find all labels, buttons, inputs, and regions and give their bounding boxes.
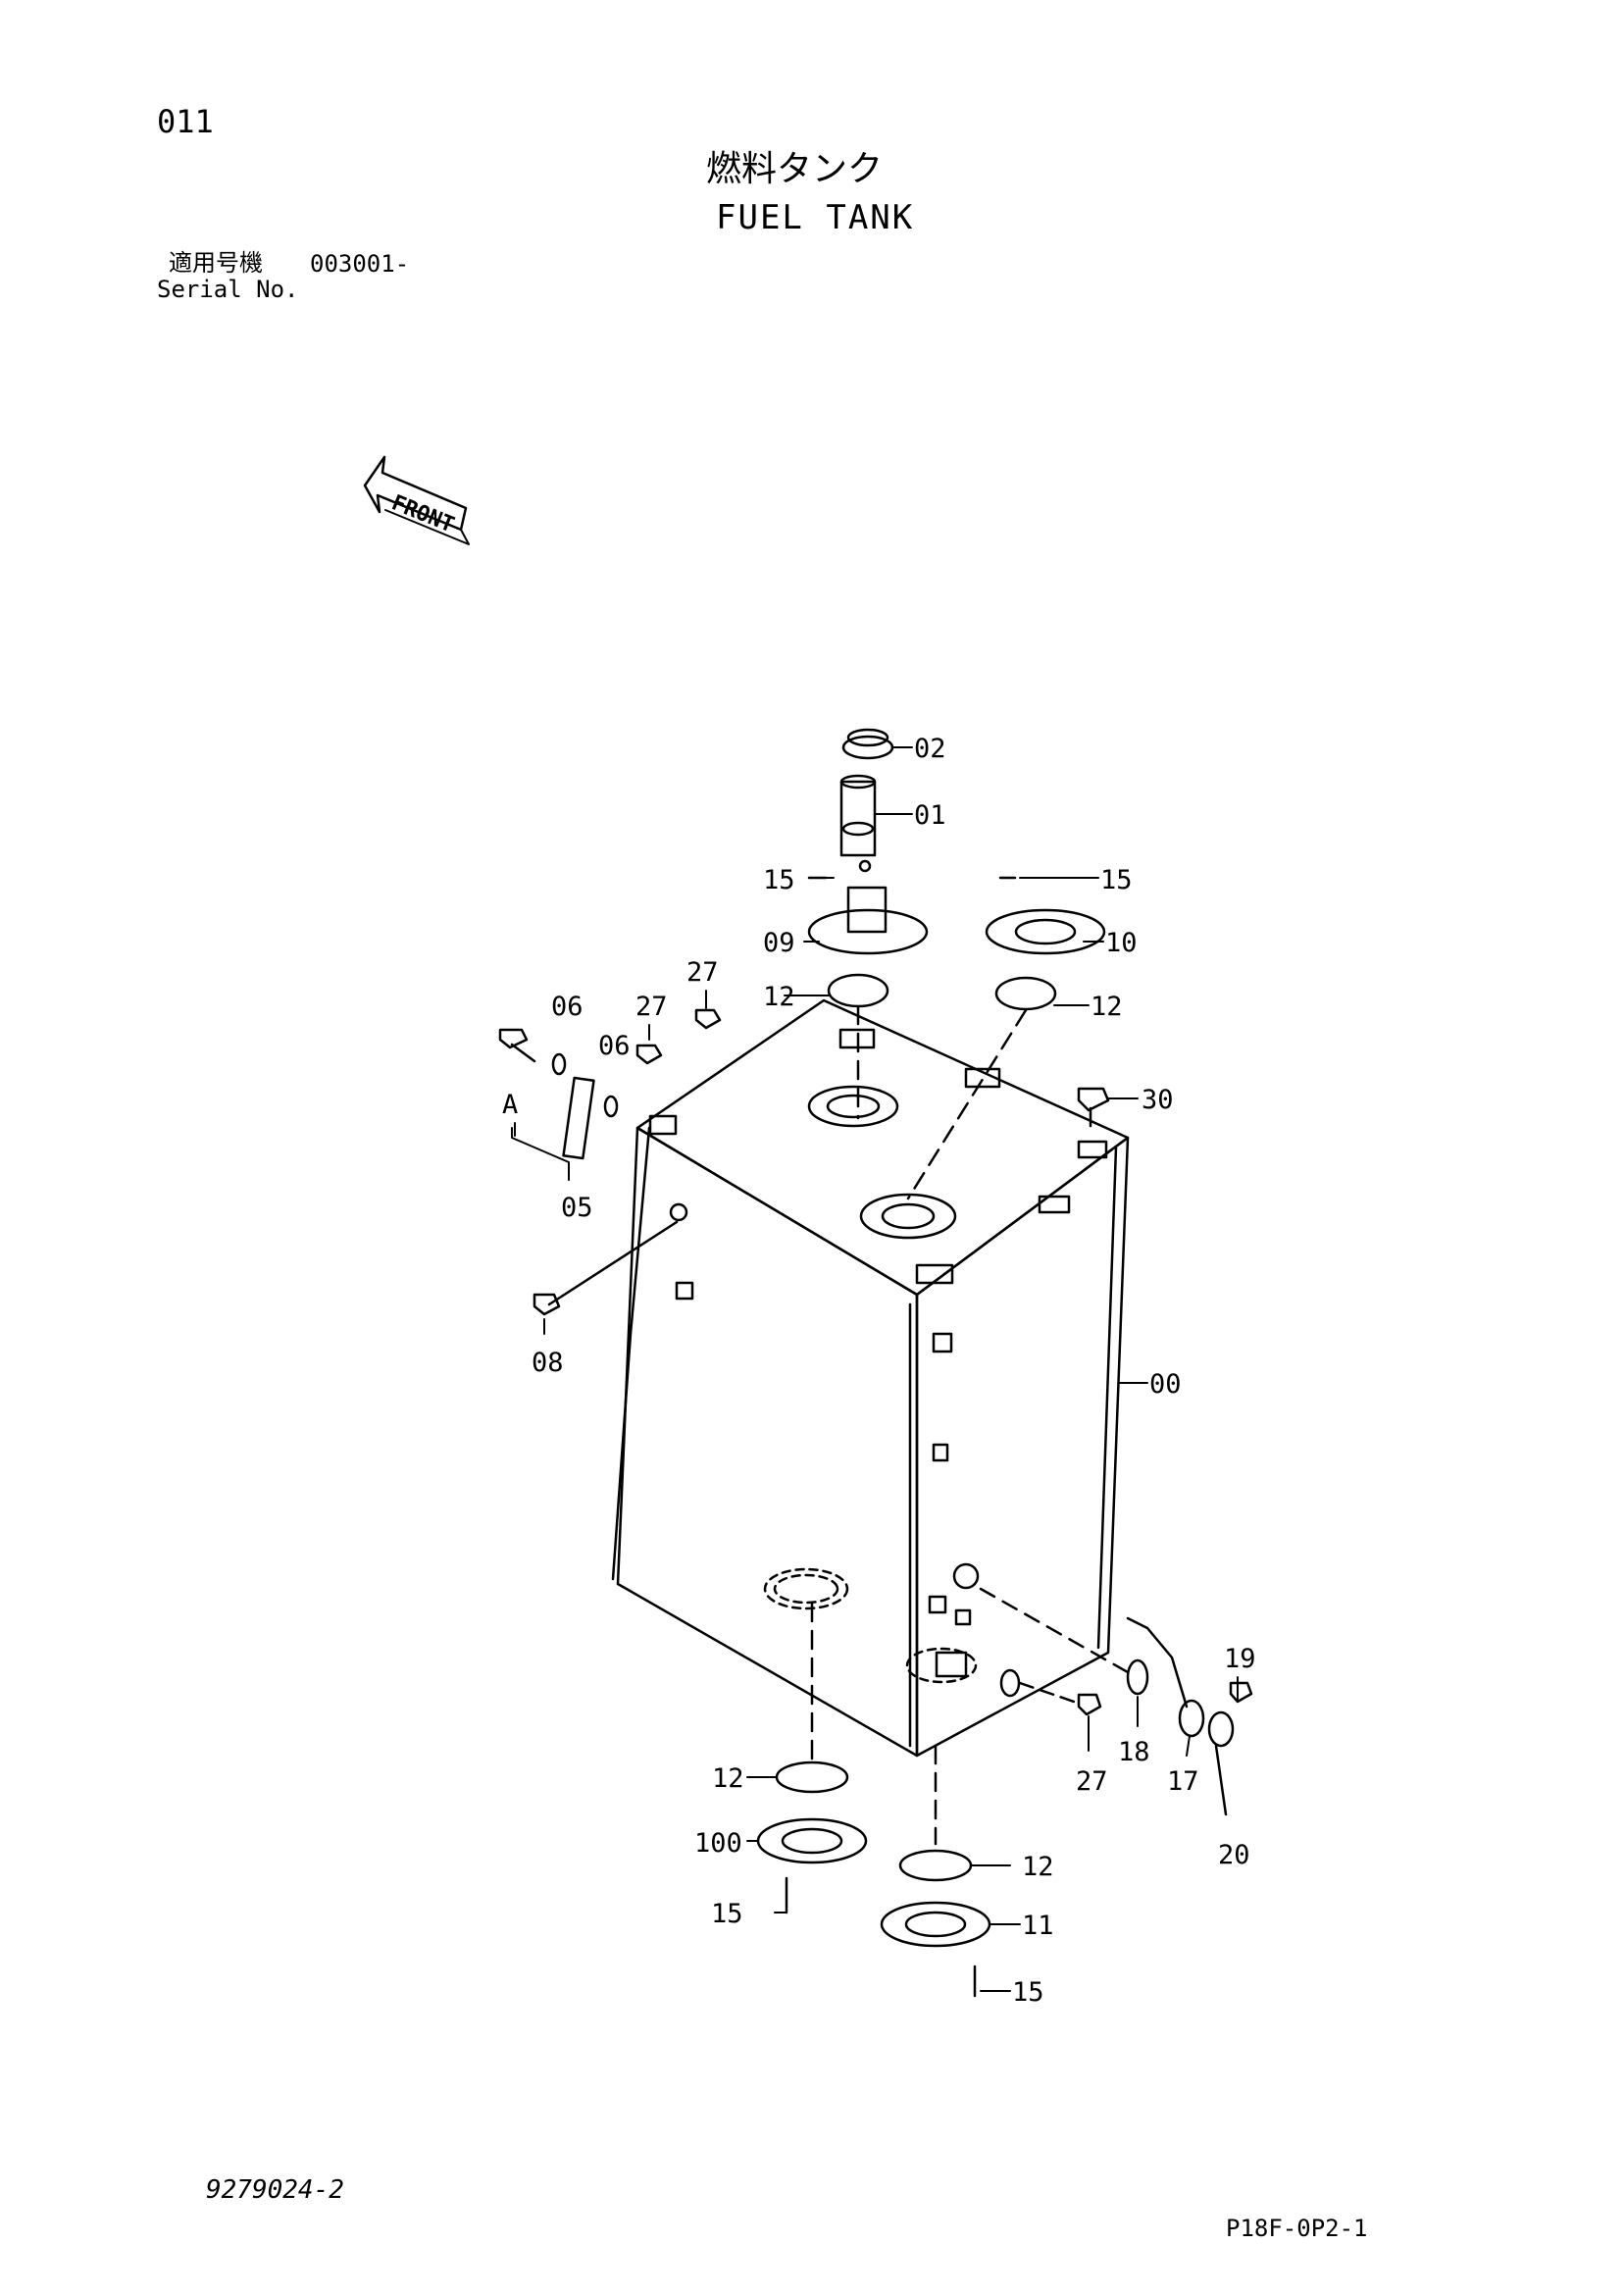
page-code: P18F-0P2-1	[1226, 2215, 1368, 2242]
callout-27-upper: 27	[686, 957, 719, 988]
callout-30: 30	[1142, 1085, 1174, 1115]
leader-lines	[511, 746, 1239, 1992]
callout-15-left: 15	[763, 865, 795, 895]
callout-labels: 02 01 15 15 09 10 12 12 27 27 06 06 A 05…	[502, 734, 1256, 2008]
callout-15-bottom-left: 15	[711, 1899, 743, 1929]
callout-15-right: 15	[1100, 865, 1133, 895]
callout-12-bottom-right: 12	[1022, 1852, 1054, 1882]
callout-20: 20	[1218, 1840, 1250, 1870]
callout-12-bottom-left: 12	[712, 1763, 744, 1794]
fuel-tank-body	[611, 998, 1130, 1758]
page-number: 011	[157, 103, 214, 140]
callout-06-lower: 06	[598, 1031, 631, 1061]
callout-02: 02	[914, 734, 946, 764]
document-number: 9279024-2	[206, 2175, 344, 2205]
title-japanese: 燃料タンク	[706, 149, 884, 189]
callout-A: A	[502, 1090, 518, 1120]
callout-08: 08	[532, 1348, 564, 1378]
filler-assembly	[807, 728, 1106, 1200]
callout-11: 11	[1022, 1911, 1054, 1941]
callout-12-top-right: 12	[1091, 992, 1123, 1022]
front-arrow-icon: FRONT	[363, 455, 470, 545]
serial-label-japanese: 適用号機	[169, 249, 263, 277]
title-english: FUEL TANK	[716, 198, 915, 237]
callout-01: 01	[914, 800, 946, 831]
callout-05: 05	[561, 1193, 593, 1223]
serial-label-english: Serial No.	[157, 276, 299, 303]
callout-12-top-left: 12	[763, 982, 795, 1012]
callout-27-bottom: 27	[1076, 1766, 1108, 1797]
callout-19: 19	[1224, 1644, 1256, 1674]
callout-10: 10	[1105, 928, 1138, 958]
callout-15-bottom-right: 15	[1012, 1977, 1044, 2008]
callout-27-lower: 27	[635, 992, 668, 1022]
callout-06-upper: 06	[551, 992, 584, 1022]
serial-value: 003001-	[310, 250, 410, 278]
front-label: FRONT	[388, 490, 458, 537]
callout-100: 100	[694, 1828, 742, 1859]
drain-parts	[756, 1602, 991, 1998]
callout-17: 17	[1167, 1766, 1199, 1797]
hardware-parts	[498, 1008, 1253, 1816]
callout-00: 00	[1149, 1369, 1182, 1400]
callout-18: 18	[1118, 1737, 1150, 1767]
callout-09: 09	[763, 928, 795, 958]
